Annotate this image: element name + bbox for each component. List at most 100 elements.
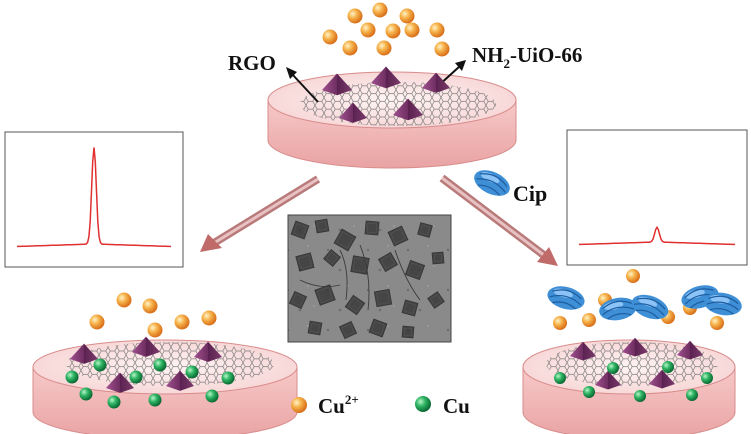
arrow-to-left — [200, 175, 321, 252]
mof-label-subscript: 2 — [504, 56, 511, 71]
tem-particle — [307, 320, 323, 336]
cu-atom-icon — [634, 390, 646, 402]
cu-atom-icon — [107, 395, 121, 409]
mof-pyramid-icon — [194, 341, 222, 362]
mof-pyramid-icon — [132, 336, 160, 357]
cu2-ion-icon — [399, 8, 415, 24]
legend-cu-atom-icon — [415, 396, 431, 412]
tem-particle — [364, 220, 380, 236]
mof-pyramid-icon — [106, 372, 134, 393]
tem-particle — [314, 218, 330, 234]
cu-atom-icon — [148, 393, 162, 407]
tem-graphene-sheet — [299, 279, 341, 288]
tem-graphene-sheet — [339, 249, 348, 301]
legend: Cu2+ Cu — [291, 392, 470, 418]
cu2-ion-icon — [582, 313, 596, 327]
cu2-ion-icon — [626, 269, 640, 283]
cu-atom-icon — [583, 386, 595, 398]
tem-particle — [333, 228, 357, 252]
tem-graphene-sheet — [359, 244, 370, 311]
cu2-ion-icon — [360, 22, 376, 38]
cip-molecule-icon — [544, 281, 588, 315]
cu-atom-icon — [79, 387, 93, 401]
mof-pyramid-icon — [393, 98, 423, 121]
tem-particle — [338, 320, 358, 340]
cu2-ion-icon — [372, 2, 388, 18]
mof-label-suffix: -UiO-66 — [510, 43, 582, 67]
cu2-ion-icon — [710, 316, 724, 330]
cu-atom-icon — [205, 389, 219, 403]
tem-particle — [290, 220, 310, 240]
nh2-uio-66-label: NH2-UiO-66 — [472, 43, 582, 71]
mof-pyramid-icon — [649, 369, 675, 389]
tem-particle — [314, 284, 336, 306]
cu-atom-icon — [185, 365, 199, 379]
mof-pyramid-icon — [371, 66, 401, 89]
legend-cu2-ion-icon — [291, 397, 307, 413]
tem-graphene-sheet — [394, 249, 421, 301]
tem-particle — [387, 225, 409, 247]
cu-atom-icon — [221, 371, 235, 385]
cu2-ion-icon — [404, 22, 420, 38]
arrow-to-right — [439, 174, 558, 266]
right-signal-curve — [578, 225, 736, 246]
cip-molecule-icon — [469, 164, 515, 202]
cu2-ion-icon — [553, 316, 567, 330]
legend-cu2-superscript: 2+ — [345, 392, 359, 407]
mof-pyramid-icon — [166, 370, 194, 391]
tem-particle — [401, 325, 415, 339]
tem-particle — [377, 251, 399, 273]
left-signal-curve — [16, 147, 172, 248]
cip-label: Cip — [513, 181, 547, 206]
cu2-ion-icon — [342, 40, 358, 56]
tem-particle — [404, 259, 426, 281]
cu2-ion-icon — [201, 310, 217, 326]
mof-pyramid-icon — [677, 340, 703, 360]
left-substrate — [32, 339, 298, 434]
cu2-ion-icon — [347, 8, 363, 24]
cu2-ion-icon — [322, 29, 338, 45]
mof-pyramid-icon — [322, 73, 352, 96]
tem-particle — [322, 248, 342, 268]
cu2-ion-icon — [376, 40, 392, 56]
mof-label-prefix: NH — [472, 43, 504, 67]
cu2-ion-icon — [89, 314, 105, 330]
cu2-ion-icon — [147, 322, 163, 338]
tem-particle — [401, 299, 419, 317]
tem-micrograph — [287, 214, 452, 343]
cu2-ion-icon — [174, 314, 190, 330]
cu2-ion-icon — [429, 22, 445, 38]
cu-atom-icon — [93, 358, 107, 372]
cu-atom-icon — [65, 370, 79, 384]
cu-atom-icon — [554, 372, 566, 384]
rgo-pointer-arrow — [286, 67, 319, 103]
mof-pyramid-icon — [595, 370, 621, 390]
tem-particle — [417, 222, 433, 238]
cu2-ion-icon — [142, 298, 158, 314]
cu-atom-icon — [607, 362, 619, 374]
cu2-ion-icon — [434, 41, 450, 57]
mof-pyramid-icon — [422, 72, 450, 93]
rgo-label: RGO — [228, 51, 276, 75]
cu-atom-icon — [686, 389, 698, 401]
tem-particle — [288, 290, 308, 310]
mof-pyramid-icon — [339, 102, 367, 123]
tem-particle — [295, 252, 315, 272]
right-signal-panel — [566, 129, 748, 266]
cu-atom-icon — [701, 372, 713, 384]
mof-pyramid-icon — [622, 337, 648, 357]
cu2-ion-icon — [385, 23, 401, 39]
legend-cu-label: Cu — [443, 394, 470, 418]
top-substrate — [267, 71, 517, 169]
legend-cu2-label: Cu2+ — [318, 392, 359, 418]
tem-particle — [431, 251, 445, 265]
cu2-ion-icon — [116, 292, 132, 308]
cu-atom-icon — [153, 358, 167, 372]
tem-particle — [427, 291, 445, 309]
cu-atom-icon — [129, 370, 143, 384]
tem-particle — [344, 294, 366, 316]
legend-cu2-base: Cu — [318, 394, 345, 418]
mof-pyramid-icon — [70, 343, 98, 364]
